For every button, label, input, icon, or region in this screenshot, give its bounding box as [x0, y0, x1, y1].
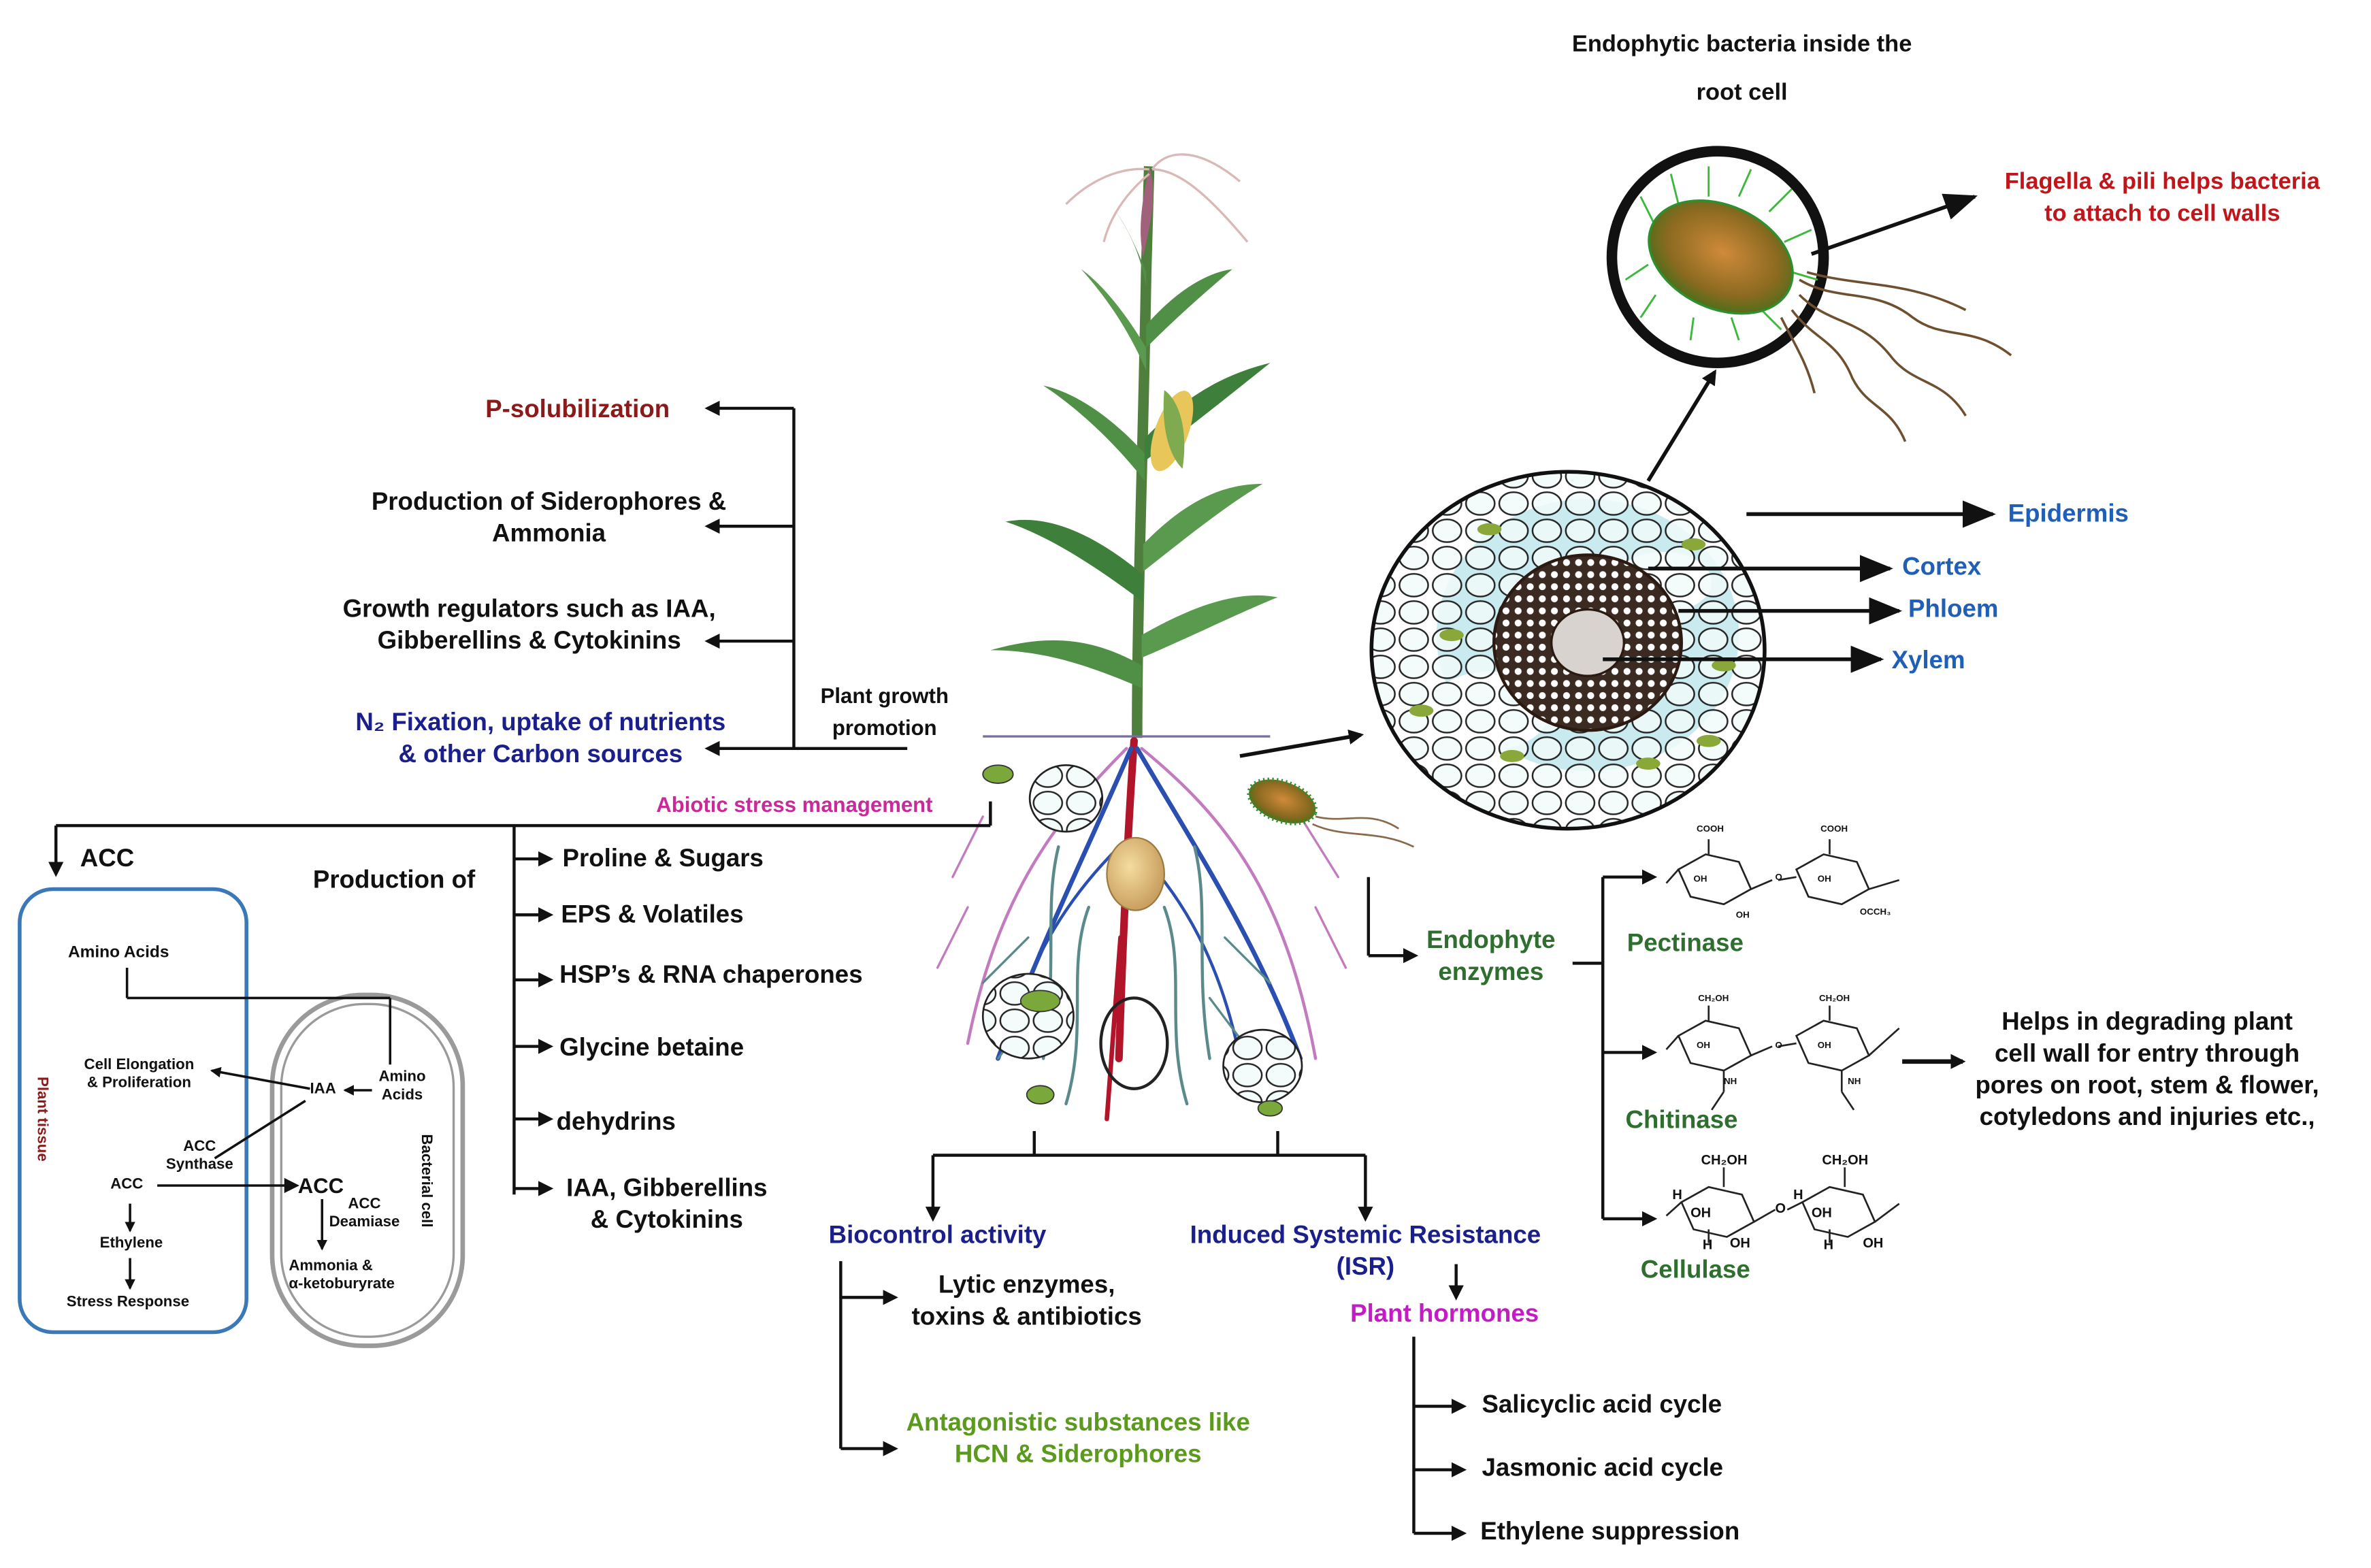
- stress-response-label: Stress Response: [66, 1294, 190, 1311]
- cortex-label: Cortex: [1902, 553, 1982, 581]
- siderophores-label: Production of Siderophores & Ammonia: [371, 488, 727, 548]
- root-cross-section: [1369, 470, 1767, 831]
- growth-regulators-label: Growth regulators such as IAA, Gibberell…: [342, 595, 716, 655]
- cellulase-label: Cellulase: [1640, 1256, 1750, 1284]
- chem-label: O: [1775, 874, 1782, 883]
- acc-deamiase-label: ACC Deamiase: [329, 1196, 400, 1231]
- section-connectors: [1239, 193, 1996, 758]
- production-item: Proline & Sugars: [562, 845, 764, 873]
- production-of-title: Production of: [312, 866, 476, 894]
- root-system-illustration: [936, 737, 1347, 1122]
- chitin-structure: [1665, 1005, 1900, 1111]
- production-item: IAA, Gibberellins & Cytokinins: [566, 1175, 768, 1235]
- biocontrol-title: Biocontrol activity: [828, 1222, 1047, 1250]
- chem-label: H: [1702, 1237, 1713, 1252]
- plant-acc-label: ACC: [110, 1176, 144, 1194]
- biocontrol-isr-connectors: [839, 1130, 1467, 1541]
- chem-label: COOH: [1696, 826, 1724, 835]
- production-item: EPS & Volatiles: [561, 901, 744, 929]
- maize-plant-illustration: [990, 153, 1278, 738]
- isr-item: Jasmonic acid cycle: [1482, 1454, 1724, 1482]
- pectin-structure: [1665, 839, 1900, 906]
- root-cell-clusters: [981, 764, 1415, 1117]
- acc-synthase-label: ACC Synthase: [165, 1139, 233, 1174]
- lytic-enzymes-label: Lytic enzymes, toxins & antibiotics: [911, 1271, 1142, 1331]
- chem-label: OCCH₃: [1859, 909, 1891, 918]
- chem-label: NH: [1848, 1078, 1861, 1088]
- epidermis-label: Epidermis: [2008, 500, 2129, 528]
- isr-title: Induced Systemic Resistance (ISR): [1190, 1222, 1541, 1281]
- production-item: HSP’s & RNA chaperones: [559, 962, 863, 990]
- chem-label: H: [1672, 1187, 1682, 1203]
- chem-label: CH₂OH: [1818, 995, 1850, 1004]
- chem-label: OH: [1811, 1205, 1832, 1221]
- abiotic-stress-label: Abiotic stress management: [656, 792, 933, 817]
- bacterial-cell-box: [269, 992, 465, 1348]
- n2-fixation-label: N₂ Fixation, uptake of nutrients & other…: [355, 709, 726, 768]
- flagella-label: Flagella & pili helps bacteria to attach…: [2004, 169, 2320, 227]
- isr-item: Salicyclic acid cycle: [1482, 1391, 1722, 1419]
- bacterial-acc-label: ACC: [297, 1173, 344, 1198]
- chem-label: NH: [1723, 1078, 1737, 1088]
- chem-label: OH: [1735, 911, 1750, 921]
- chem-label: O: [1775, 1041, 1782, 1051]
- chem-label: H: [1793, 1187, 1803, 1203]
- iaa-label: IAA: [310, 1081, 336, 1098]
- production-item: dehydrins: [556, 1108, 676, 1136]
- pectinase-label: Pectinase: [1626, 930, 1744, 958]
- production-item: Glycine betaine: [559, 1034, 745, 1062]
- endophytic-bacteria-title: Endophytic bacteria inside the root cell: [1571, 31, 1912, 106]
- antagonistic-substances-label: Antagonistic substances like HCN & Sider…: [906, 1409, 1250, 1469]
- chem-label: OH: [1693, 875, 1707, 885]
- phloem-label: Phloem: [1908, 595, 1999, 623]
- chem-label: OH: [1729, 1235, 1750, 1251]
- chem-label: CH₂OH: [1701, 1152, 1748, 1168]
- p-solubilization-label: P-solubilization: [485, 396, 670, 424]
- growth-promotion-connectors: [704, 400, 908, 756]
- acc-title: ACC: [80, 845, 135, 873]
- acc-pathway-connectors: [125, 968, 392, 1290]
- chem-label: OH: [1817, 1041, 1831, 1051]
- enzymes-connectors: [1367, 869, 1966, 1226]
- ammonia-label: Ammonia & α-ketoburyrate: [289, 1258, 395, 1293]
- chem-label: COOH: [1820, 826, 1848, 835]
- plant-growth-promotion-label: Plant growth promotion: [820, 683, 949, 740]
- plant-tissue-label: Plant tissue: [33, 1076, 50, 1162]
- plant-tissue-box: [18, 887, 248, 1335]
- seed-illustration: [1106, 836, 1165, 911]
- bacterial-cell-label: Bacterial cell: [417, 1134, 434, 1228]
- chitinase-label: Chitinase: [1625, 1107, 1738, 1134]
- xylem-label: Xylem: [1891, 647, 1965, 674]
- magnified-bacterium: [1606, 146, 1829, 369]
- chem-label: CH₂OH: [1822, 1152, 1869, 1168]
- chem-label: H: [1823, 1237, 1834, 1252]
- abiotic-connectors: [48, 801, 992, 1196]
- chem-label: CH₂OH: [1698, 995, 1729, 1004]
- isr-item: Ethylene suppression: [1480, 1518, 1740, 1546]
- chem-label: OH: [1817, 875, 1831, 885]
- ethylene-label: Ethylene: [99, 1235, 163, 1252]
- plant-amino-acids-label: Amino Acids: [67, 943, 169, 962]
- chem-label: OH: [1863, 1235, 1884, 1251]
- flagella-illustration: [1780, 271, 2012, 442]
- endophyte-enzymes-label: Endophyte enzymes: [1426, 927, 1556, 986]
- chem-label: OH: [1696, 1041, 1710, 1051]
- chem-label: O: [1775, 1200, 1786, 1216]
- cellulose-structure: [1665, 1167, 1900, 1243]
- cell-elongation-label: Cell Elongation & Proliferation: [84, 1057, 195, 1092]
- chem-label: OH: [1690, 1205, 1712, 1221]
- plant-hormones-label: Plant hormones: [1350, 1300, 1539, 1328]
- bacterial-amino-acids-label: Amino Acids: [378, 1068, 426, 1104]
- degrading-cell-wall-label: Helps in degrading plant cell wall for e…: [1975, 1009, 2319, 1131]
